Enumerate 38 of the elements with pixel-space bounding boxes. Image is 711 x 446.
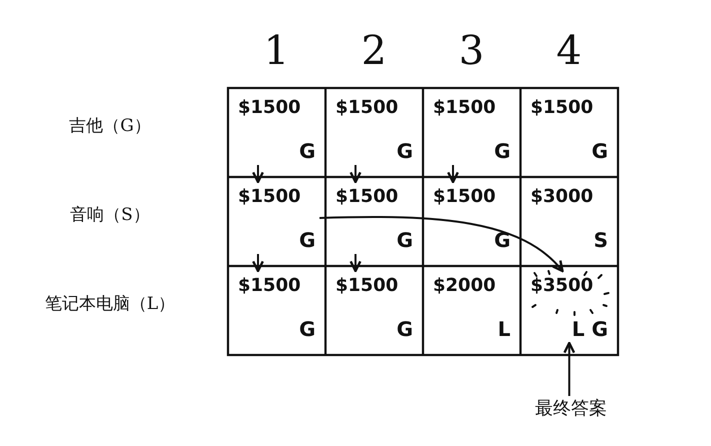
value-text: $1500 — [336, 97, 398, 118]
arrow — [350, 165, 362, 184]
answer-label: 最终答案 — [535, 396, 607, 420]
arrow — [563, 342, 576, 396]
column-number: 2 — [361, 28, 387, 74]
value-text: $1500 — [336, 275, 398, 296]
row-label: 笔记本电脑（L） — [44, 293, 176, 315]
item-letters: G — [396, 317, 413, 341]
item-letters: G — [299, 228, 316, 252]
arrow — [350, 254, 362, 272]
row-label: 音响（S） — [69, 204, 151, 226]
arrow — [252, 165, 264, 184]
item-letters: L G — [572, 317, 608, 341]
value-text: $1500 — [433, 186, 496, 207]
value-text: $1500 — [336, 186, 398, 207]
column-number: 1 — [264, 28, 290, 74]
item-letters: G — [396, 139, 413, 163]
arrow — [252, 254, 264, 272]
item-letters: G — [592, 139, 608, 163]
item-letters: G — [494, 139, 510, 163]
column-number: 4 — [556, 28, 582, 74]
row-label: 吉他（G） — [68, 115, 152, 137]
value-text: $3000 — [530, 186, 594, 207]
item-letters: G — [299, 317, 316, 341]
value-text: $2000 — [433, 275, 496, 296]
arrow — [319, 216, 564, 272]
value-text: $1500 — [433, 97, 496, 118]
value-text: $1500 — [530, 97, 594, 118]
item-letters: L — [498, 317, 510, 341]
item-letters: G — [396, 228, 413, 252]
item-letters: G — [299, 139, 316, 163]
column-number: 3 — [458, 28, 484, 74]
value-text: $1500 — [238, 97, 301, 118]
value-text: $3500 — [530, 275, 594, 296]
item-letters: S — [594, 228, 608, 252]
value-text: $1500 — [238, 186, 301, 207]
value-text: $1500 — [238, 275, 301, 296]
arrow — [447, 165, 459, 184]
